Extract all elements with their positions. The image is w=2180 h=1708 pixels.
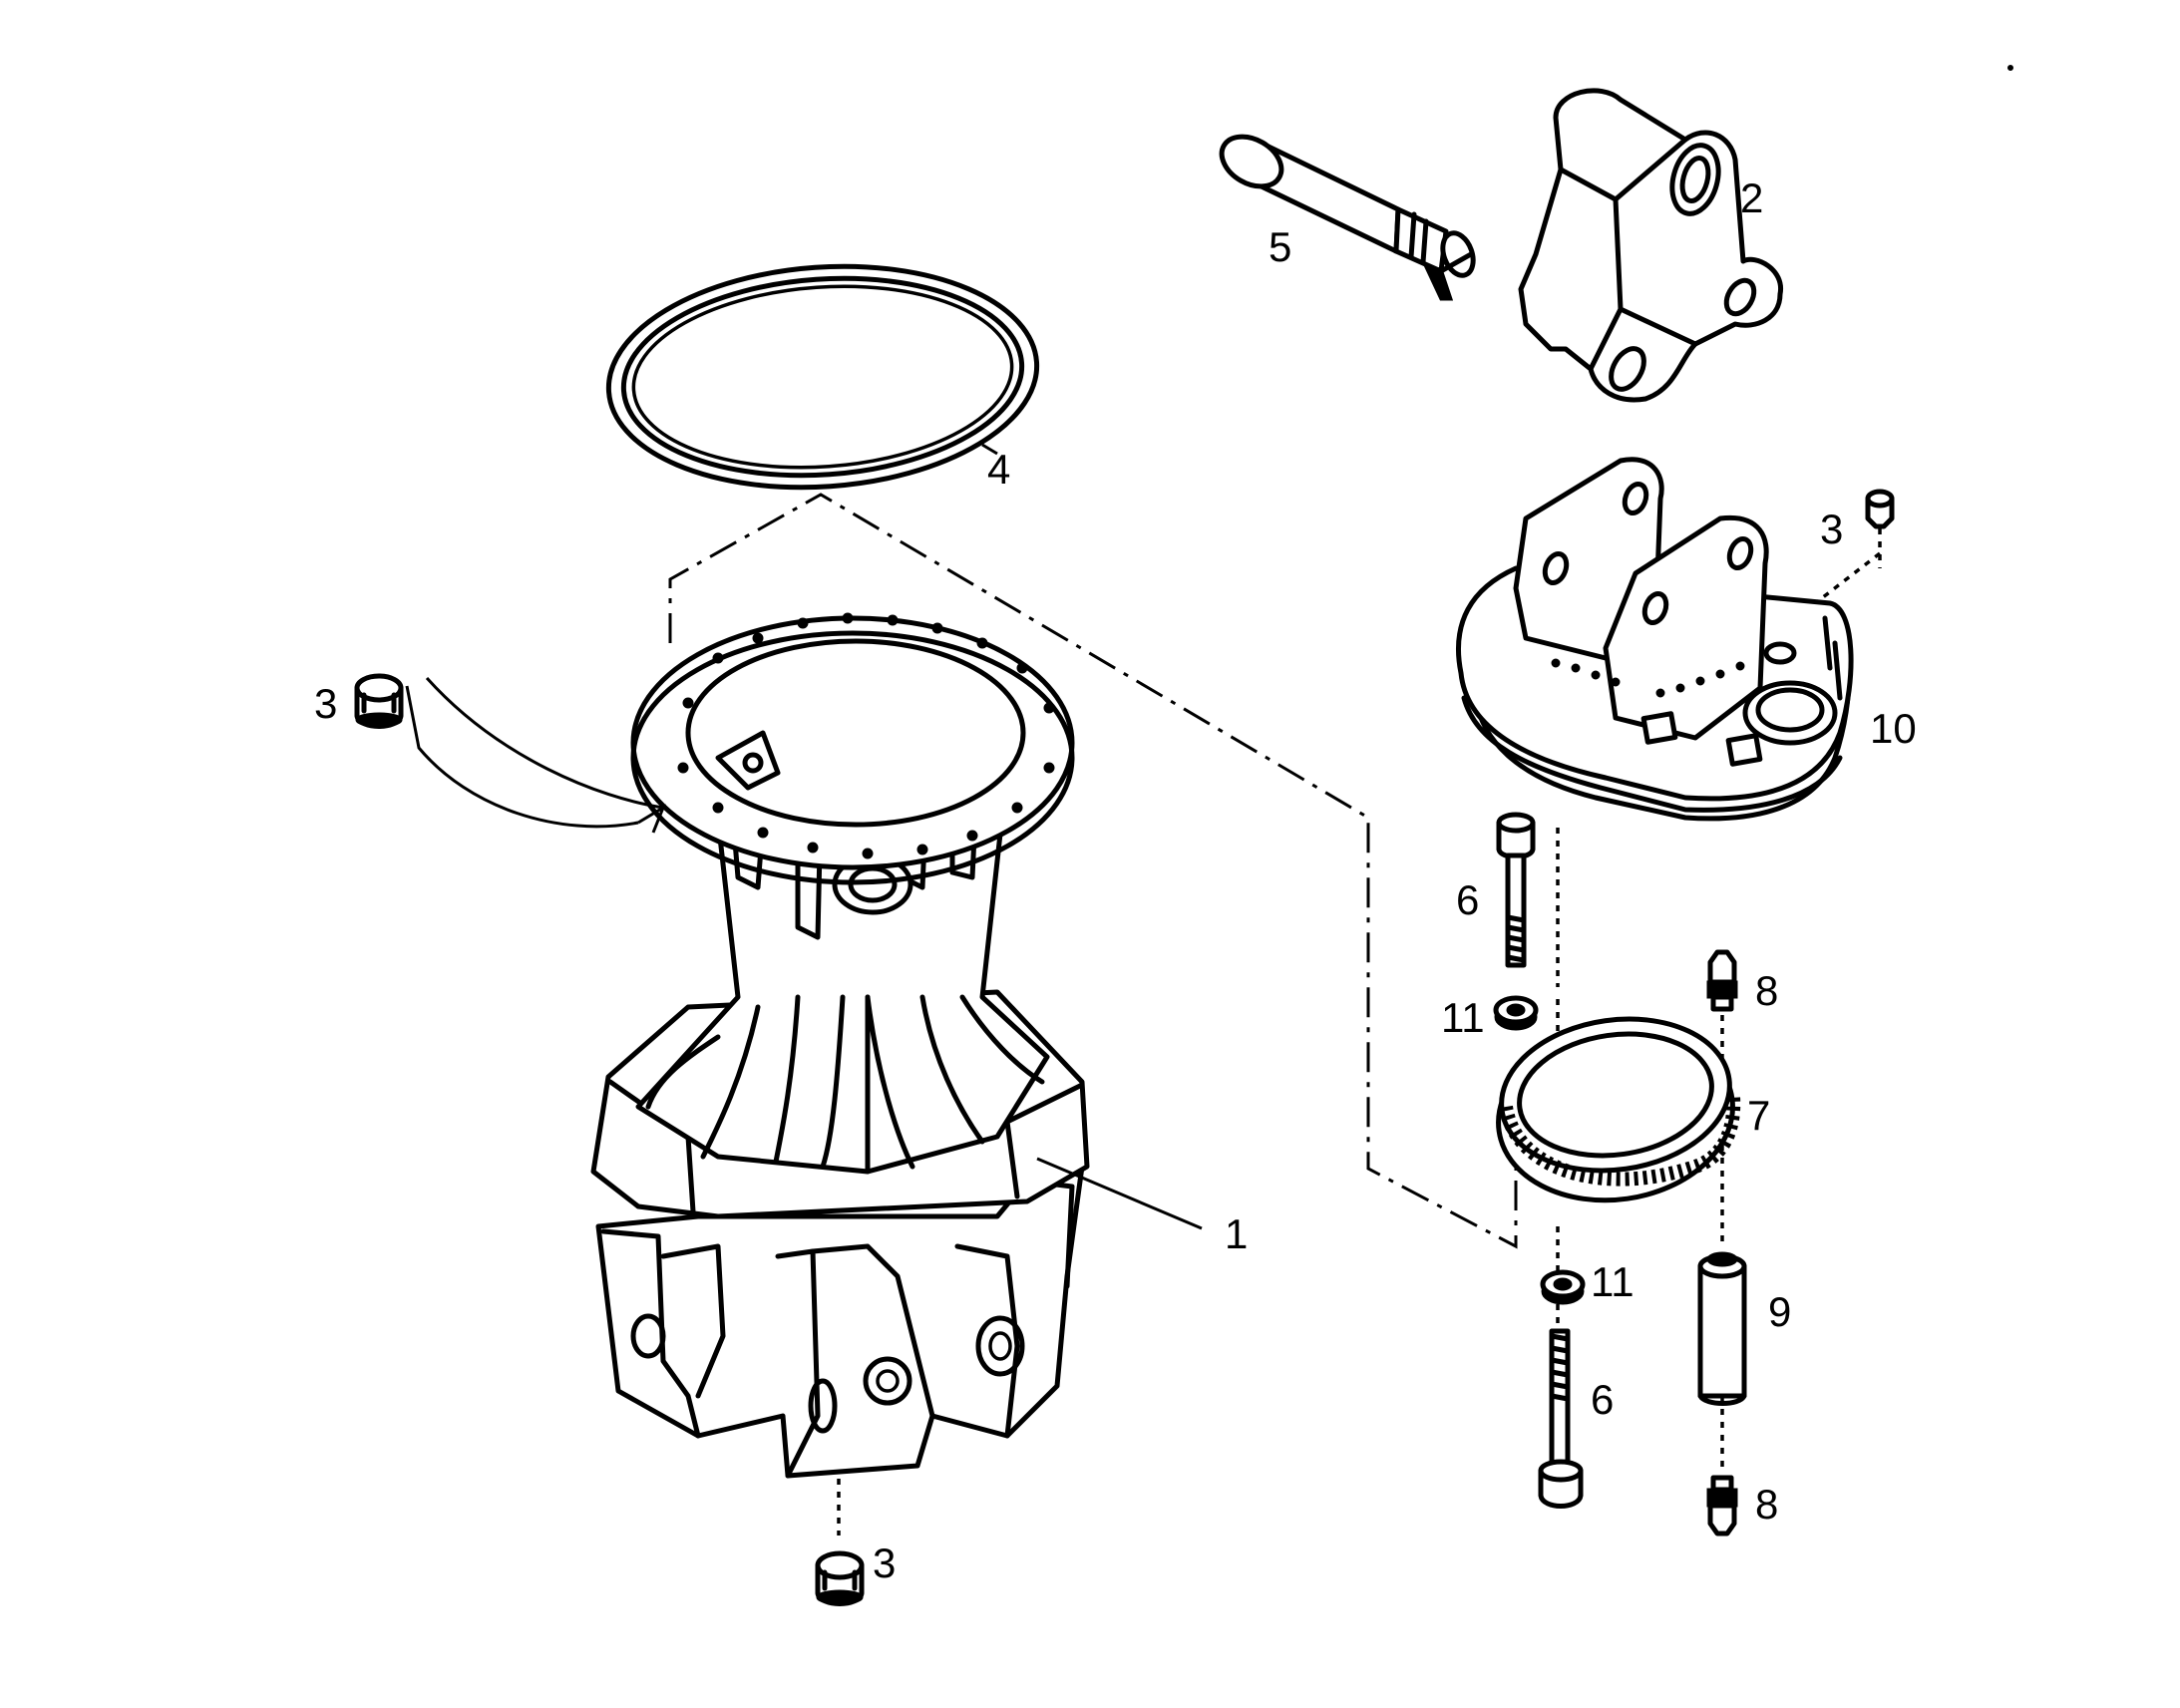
part-1-housing: [590, 612, 1090, 1479]
part-3-plug-left: [354, 673, 404, 729]
callout-11-top: 11: [1441, 994, 1485, 1041]
callout-3-right: 3: [1820, 506, 1843, 552]
callout-8-bottom: 8: [1755, 1481, 1778, 1528]
part-4-o-ring: [605, 263, 1040, 491]
callout-2: 2: [1740, 174, 1763, 221]
callout-6-bottom: 6: [1591, 1376, 1614, 1423]
callout-6-top: 6: [1456, 876, 1479, 923]
speck: [2007, 65, 2013, 71]
callout-7: 7: [1747, 1092, 1770, 1139]
callout-3-bottom: 3: [873, 1539, 896, 1586]
part-3-plug-bottom: [815, 1550, 865, 1606]
callout-8-top: 8: [1755, 967, 1778, 1014]
part-8-nipple-top: [1706, 949, 1738, 1012]
part-2-bracket: [1518, 88, 1783, 403]
callout-labels: 1 2 3 3 3 4 5 6 6 7 8 8 9 10 11 11: [314, 174, 1917, 1586]
part-11-washer-bottom: [1540, 1269, 1586, 1305]
leader-lines: [981, 443, 1203, 1230]
part-6-bolt-bottom: [1538, 1328, 1584, 1509]
insertion-arrow: [405, 676, 667, 834]
cover-bolt-holes: [1551, 658, 1745, 698]
callout-3-left: 3: [314, 680, 337, 727]
part-7-toothed-ring: [1496, 1016, 1741, 1203]
callout-10: 10: [1870, 705, 1917, 752]
callout-4: 4: [987, 446, 1010, 493]
callout-9: 9: [1768, 1288, 1791, 1335]
part-10-cover: [1455, 457, 1854, 822]
part-9-sleeve: [1697, 1251, 1747, 1406]
part-5-pin: [1219, 134, 1476, 301]
part-6-bolt-top: [1496, 812, 1536, 968]
part-11-washer-top: [1493, 995, 1539, 1031]
part-3-plug-right: [1865, 489, 1895, 529]
callout-11-bottom: 11: [1591, 1258, 1635, 1305]
callout-5: 5: [1269, 223, 1291, 270]
callout-1: 1: [1225, 1210, 1248, 1257]
part-8-nipple-bottom: [1706, 1475, 1738, 1537]
flange-bolt-holes: [677, 612, 1055, 859]
